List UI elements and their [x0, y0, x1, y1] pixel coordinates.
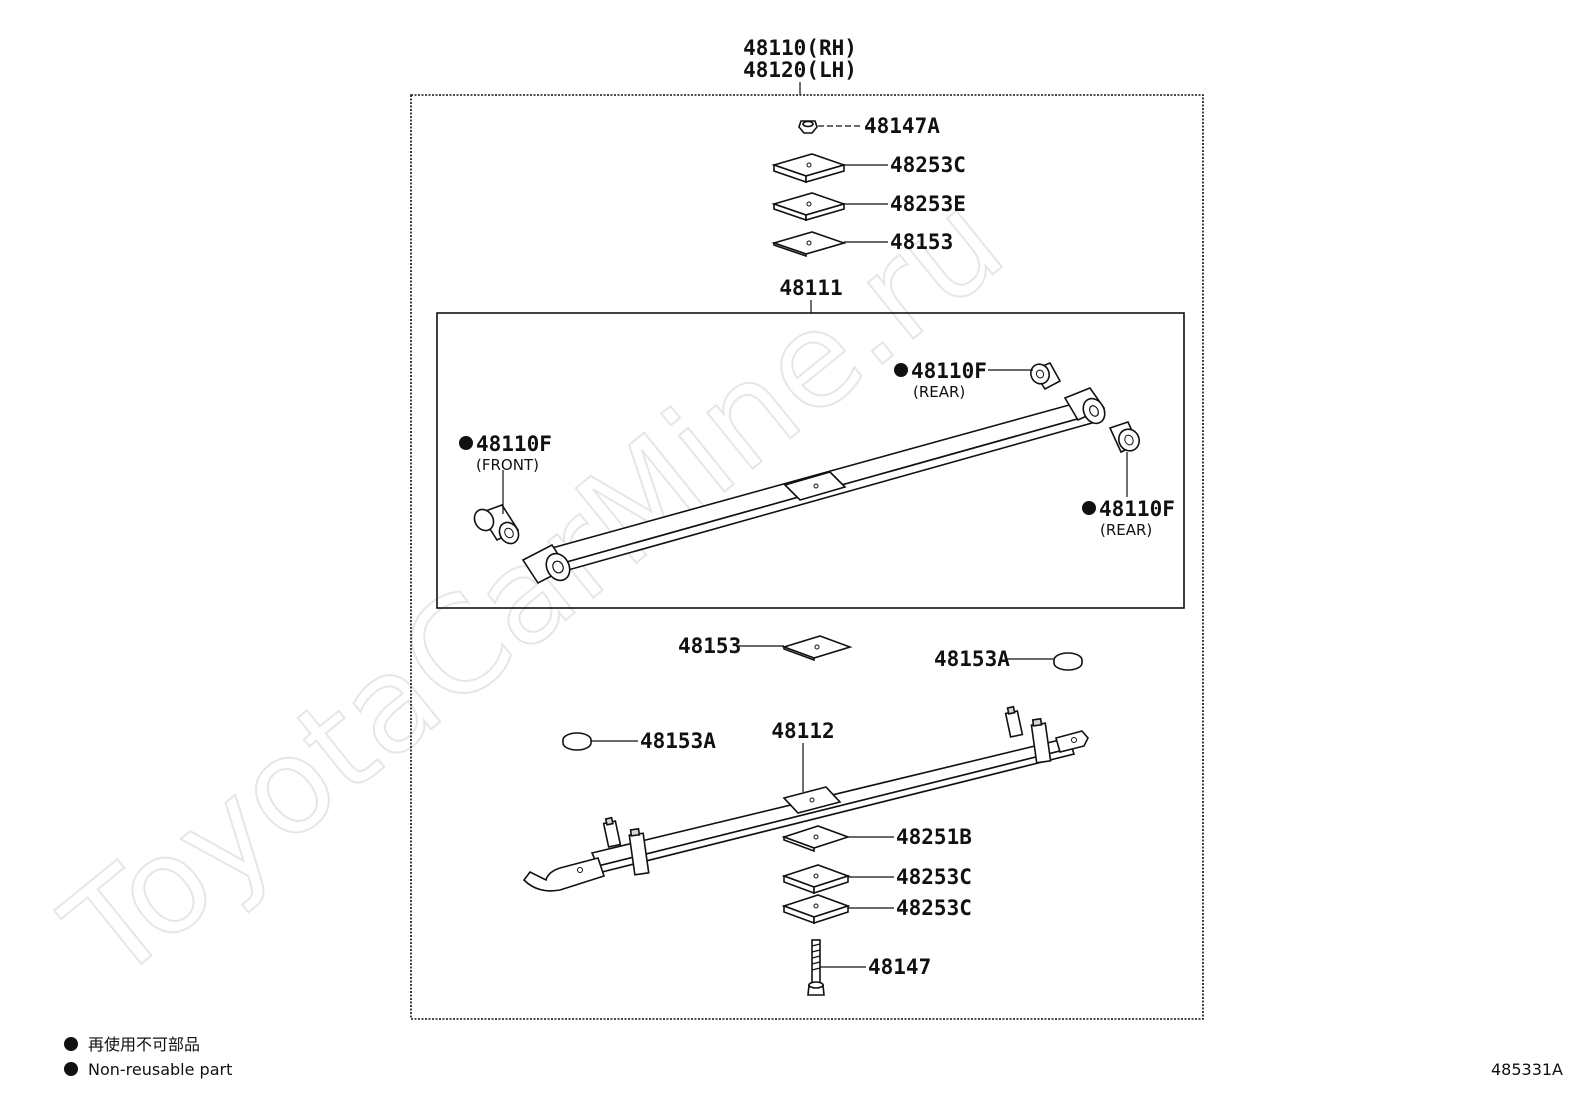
label-48253C-top: 48253C: [890, 153, 966, 177]
pad-48251B: [781, 825, 851, 853]
label-48112: 48112: [771, 719, 834, 743]
bushing-48110F-front: [473, 504, 520, 545]
label-48153-top: 48153: [890, 230, 953, 254]
label-48147A: 48147A: [864, 114, 940, 138]
label-48153A-right: 48153A: [934, 647, 1010, 671]
plate-48253E: [771, 192, 847, 222]
sub-assembly-label: 48111: [779, 276, 842, 300]
bushing-48110F-rear-top: [1030, 361, 1062, 391]
non-reusable-mark-front: [459, 436, 473, 450]
non-reusable-mark-rear-top: [894, 363, 908, 377]
note-48110F-rear-bottom: (REAR): [1100, 521, 1152, 539]
disc-48153A-left: [562, 732, 592, 751]
disc-48153A-right: [1053, 652, 1083, 671]
legend-mark-jp: [64, 1037, 78, 1051]
bolt-48147: [807, 939, 825, 996]
bushing-48110F-rear-bottom: [1108, 421, 1140, 454]
pad-48153-top: [771, 231, 847, 258]
leaf-spring-48111: [521, 387, 1106, 585]
note-48110F-rear-top: (REAR): [913, 383, 965, 401]
assembly-frame: [410, 94, 1204, 1020]
label-48253C-b: 48253C: [896, 896, 972, 920]
plate-48253C-b: [781, 894, 851, 925]
label-48153A-left: 48153A: [640, 729, 716, 753]
plate-48253C-top: [771, 153, 847, 184]
label-48253C-a: 48253C: [896, 865, 972, 889]
leaf-spring-48112: [522, 705, 1089, 892]
label-48253E: 48253E: [890, 192, 966, 216]
label-48110F-rear-bottom: 48110F: [1099, 497, 1175, 521]
legend-jp: 再使用不可部品: [88, 1035, 200, 1054]
label-48153-mid: 48153: [678, 634, 741, 658]
non-reusable-mark-rear-bottom: [1082, 501, 1096, 515]
label-48251B: 48251B: [896, 825, 972, 849]
sub-assembly-frame: [436, 312, 1185, 609]
note-48110F-front: (FRONT): [476, 456, 539, 474]
figure-id: 485331A: [1491, 1060, 1563, 1079]
legend-mark-en: [64, 1062, 78, 1076]
legend-en: Non-reusable part: [88, 1060, 232, 1079]
label-48147: 48147: [868, 955, 931, 979]
nut-48147A: [798, 120, 818, 134]
plate-48253C-a: [781, 864, 851, 895]
label-48110F-front: 48110F: [476, 432, 552, 456]
assembly-rh-label: 48110(RH): [743, 36, 857, 60]
label-48110F-rear-top: 48110F: [911, 359, 987, 383]
assembly-lh-label: 48120(LH): [743, 58, 857, 82]
pad-48153-mid: [781, 635, 853, 662]
